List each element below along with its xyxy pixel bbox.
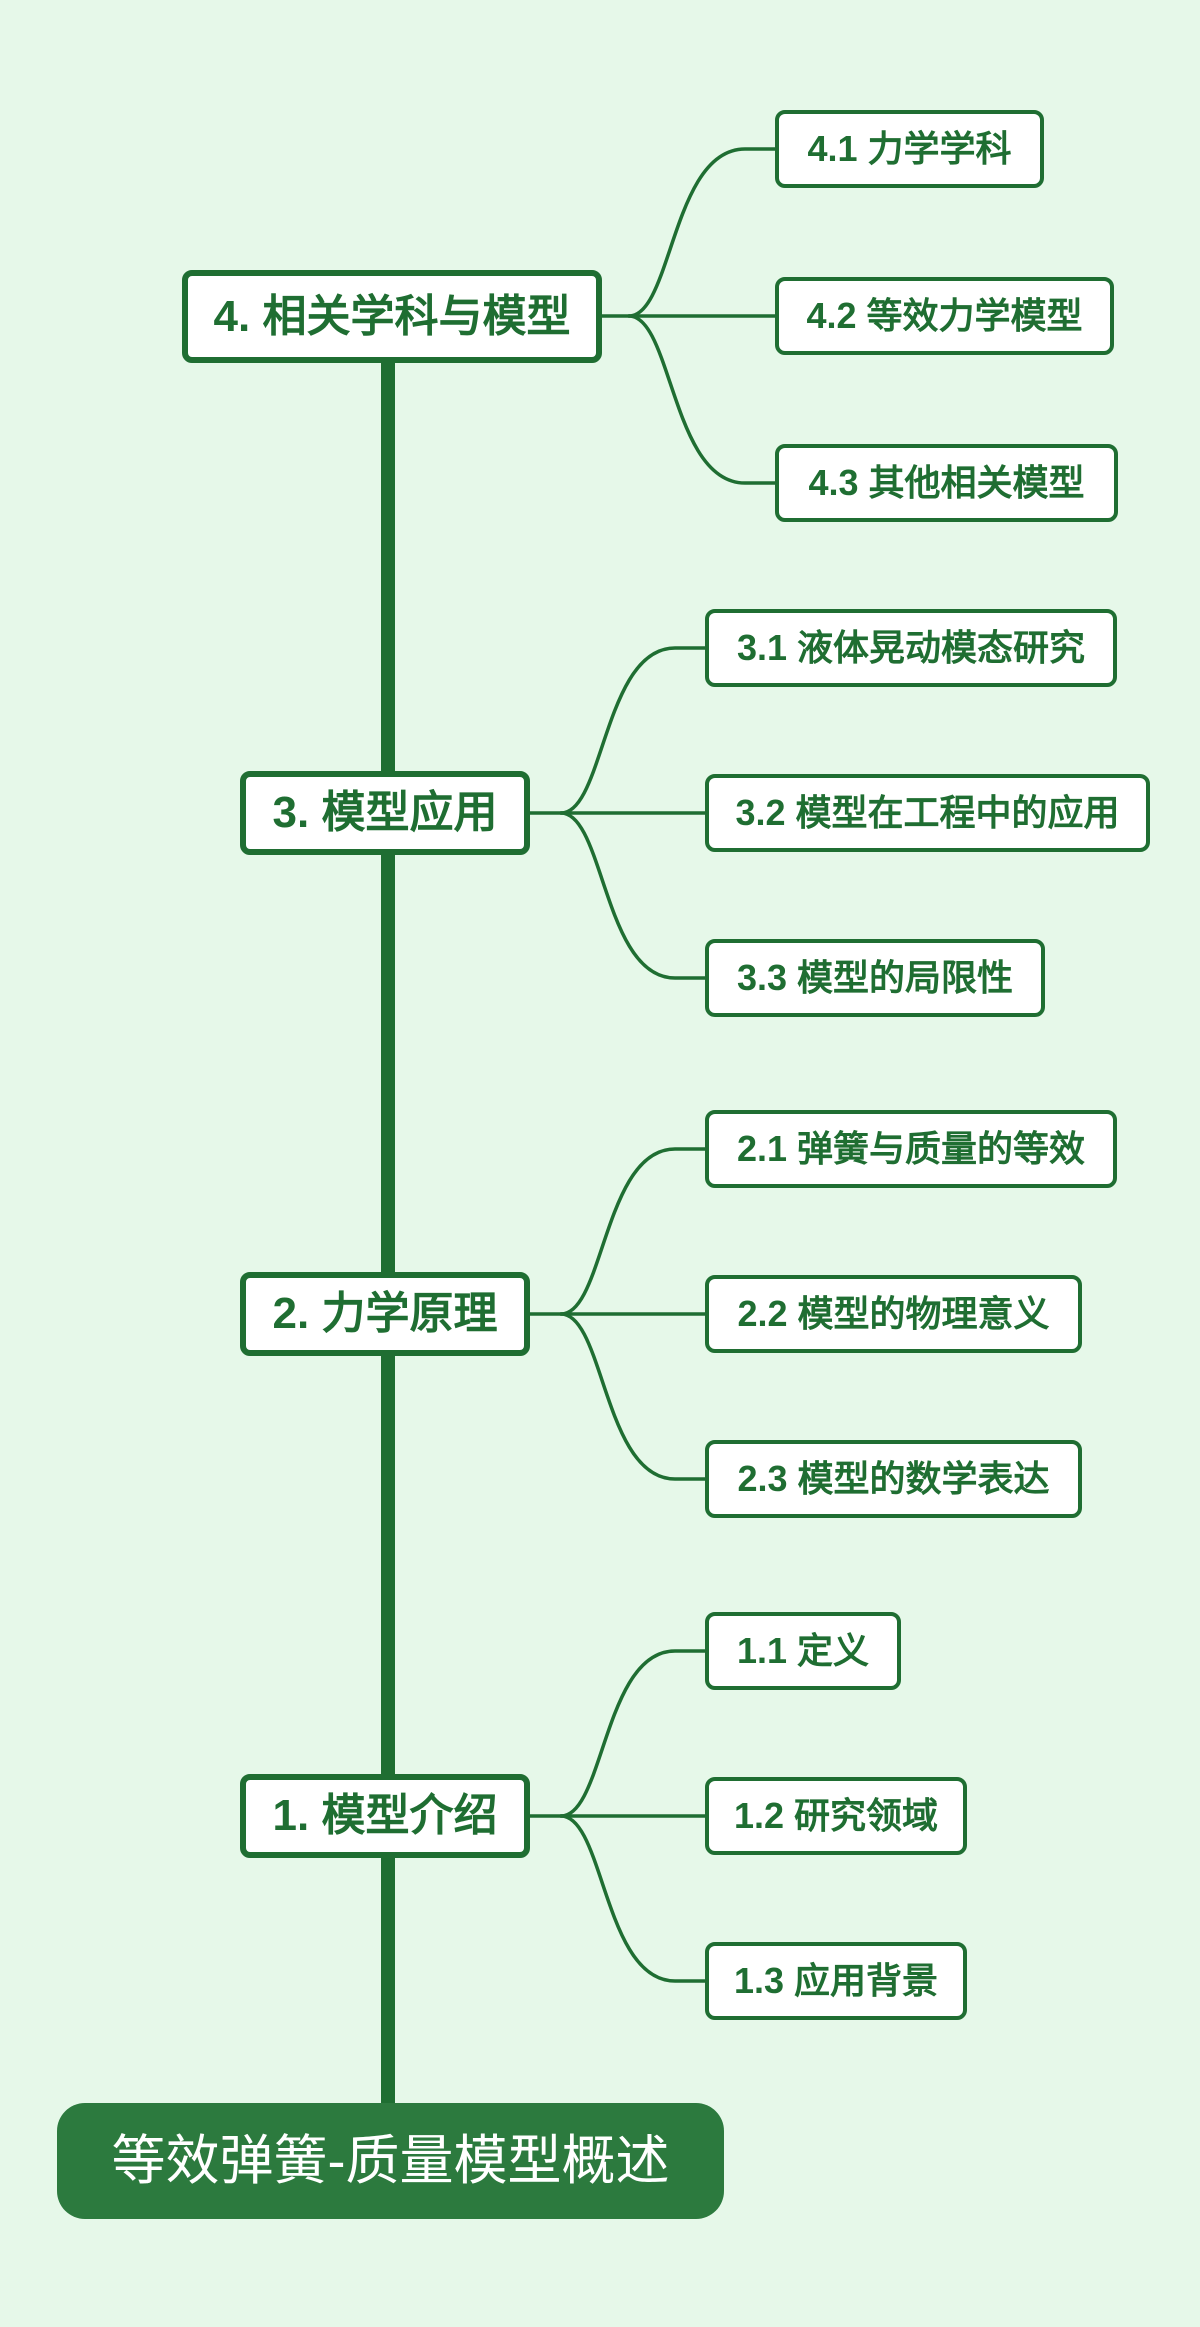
connector-4-top — [627, 147, 777, 318]
sub-node-3-1-label: 3.1 液体晃动模态研究 — [736, 627, 1086, 668]
connector-3-top — [559, 646, 707, 815]
sub-node-1-1[interactable]: 1.1 定义 — [705, 1612, 901, 1690]
connector-3-bottom — [559, 811, 707, 980]
sub-node-2-2-label: 2.2 模型的物理意义 — [737, 1293, 1050, 1334]
connector-2-top — [559, 1147, 707, 1316]
main-node-1[interactable]: 1. 模型介绍 — [240, 1774, 530, 1858]
root-node-label: 等效弹簧-质量模型概述 — [111, 2131, 670, 2191]
root-node[interactable]: 等效弹簧-质量模型概述 — [57, 2103, 724, 2219]
sub-node-1-2-label: 1.2 研究领域 — [733, 1795, 939, 1836]
main-node-4[interactable]: 4. 相关学科与模型 — [182, 270, 602, 363]
main-node-3[interactable]: 3. 模型应用 — [240, 771, 530, 855]
sub-node-1-2[interactable]: 1.2 研究领域 — [705, 1777, 967, 1855]
sub-node-4-2[interactable]: 4.2 等效力学模型 — [775, 277, 1114, 355]
main-node-4-label: 4. 相关学科与模型 — [213, 291, 571, 341]
sub-node-2-3[interactable]: 2.3 模型的数学表达 — [705, 1440, 1082, 1518]
connector-2-bottom — [559, 1312, 707, 1481]
main-node-2[interactable]: 2. 力学原理 — [240, 1272, 530, 1356]
sub-node-3-1[interactable]: 3.1 液体晃动模态研究 — [705, 609, 1117, 687]
connector-1-bottom — [559, 1814, 707, 1983]
sub-node-3-2[interactable]: 3.2 模型在工程中的应用 — [705, 774, 1150, 852]
sub-node-4-3-label: 4.3 其他相关模型 — [808, 462, 1085, 503]
sub-node-2-1-label: 2.1 弹簧与质量的等效 — [736, 1128, 1086, 1169]
sub-node-3-3-label: 3.3 模型的局限性 — [736, 957, 1014, 998]
main-node-3-label: 3. 模型应用 — [272, 788, 498, 837]
sub-node-2-3-label: 2.3 模型的数学表达 — [737, 1458, 1050, 1499]
sub-node-2-2[interactable]: 2.2 模型的物理意义 — [705, 1275, 1082, 1353]
sub-node-1-3[interactable]: 1.3 应用背景 — [705, 1942, 967, 2020]
sub-node-1-3-label: 1.3 应用背景 — [733, 1960, 939, 2001]
sub-node-4-2-label: 4.2 等效力学模型 — [806, 295, 1083, 336]
sub-node-4-1-label: 4.1 力学学科 — [807, 128, 1012, 169]
sub-node-3-2-label: 3.2 模型在工程中的应用 — [735, 792, 1120, 833]
sub-node-3-3[interactable]: 3.3 模型的局限性 — [705, 939, 1045, 1017]
sub-node-2-1[interactable]: 2.1 弹簧与质量的等效 — [705, 1110, 1117, 1188]
connector-1-top — [559, 1649, 707, 1818]
sub-node-4-3[interactable]: 4.3 其他相关模型 — [775, 444, 1118, 522]
main-node-2-label: 2. 力学原理 — [272, 1289, 498, 1338]
sub-node-1-1-label: 1.1 定义 — [736, 1630, 870, 1671]
sub-node-4-1[interactable]: 4.1 力学学科 — [775, 110, 1044, 188]
connector-4-bottom — [627, 314, 777, 485]
main-node-1-label: 1. 模型介绍 — [272, 1791, 498, 1840]
spine-line — [381, 312, 395, 2162]
